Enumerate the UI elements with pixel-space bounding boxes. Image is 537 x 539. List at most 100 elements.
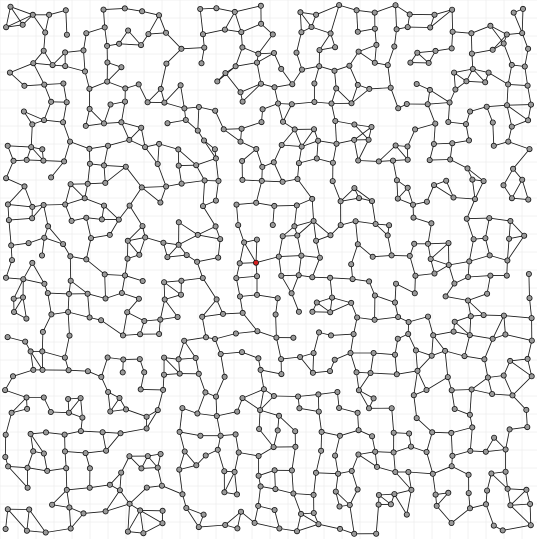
graph-node[interactable] [327, 30, 334, 37]
graph-node[interactable] [116, 40, 123, 47]
graph-node[interactable] [367, 369, 374, 376]
graph-node[interactable] [79, 414, 86, 421]
graph-node[interactable] [220, 126, 227, 133]
graph-node[interactable] [271, 467, 278, 474]
graph-node[interactable] [62, 63, 69, 70]
graph-node[interactable] [231, 468, 238, 475]
graph-node[interactable] [487, 22, 494, 29]
graph-node[interactable] [137, 42, 144, 49]
graph-node[interactable] [234, 525, 241, 532]
graph-node[interactable] [40, 450, 47, 457]
graph-node[interactable] [214, 78, 221, 85]
graph-node[interactable] [481, 356, 488, 363]
graph-node[interactable] [178, 45, 185, 52]
graph-node[interactable] [274, 427, 281, 434]
graph-node[interactable] [158, 482, 165, 489]
graph-node[interactable] [311, 99, 318, 106]
graph-node[interactable] [63, 486, 70, 493]
graph-node[interactable] [365, 136, 372, 143]
graph-node[interactable] [86, 145, 93, 152]
graph-node[interactable] [42, 29, 49, 36]
graph-node[interactable] [174, 313, 181, 320]
graph-node[interactable] [489, 335, 496, 342]
graph-node[interactable] [509, 392, 516, 399]
graph-node[interactable] [390, 429, 397, 436]
graph-node[interactable] [136, 251, 143, 258]
graph-node[interactable] [126, 453, 133, 460]
graph-node[interactable] [412, 347, 419, 354]
graph-node[interactable] [375, 158, 382, 165]
graph-node[interactable] [164, 120, 171, 127]
graph-node[interactable] [355, 387, 362, 394]
graph-node[interactable] [67, 181, 74, 188]
graph-node[interactable] [138, 124, 145, 131]
graph-node[interactable] [465, 137, 472, 144]
graph-node[interactable] [311, 80, 318, 87]
graph-node[interactable] [212, 107, 219, 114]
graph-node[interactable] [371, 59, 378, 66]
graph-node[interactable] [431, 270, 438, 277]
graph-node[interactable] [5, 217, 12, 224]
graph-node[interactable] [195, 524, 202, 531]
graph-node[interactable] [332, 488, 339, 495]
graph-node[interactable] [40, 201, 47, 208]
graph-node[interactable] [232, 431, 239, 438]
graph-node[interactable] [426, 86, 433, 93]
graph-node[interactable] [126, 202, 133, 209]
graph-node[interactable] [490, 522, 497, 529]
graph-node[interactable] [424, 101, 431, 108]
graph-node[interactable] [99, 429, 106, 436]
graph-node[interactable] [520, 5, 527, 12]
graph-node[interactable] [297, 353, 304, 360]
graph-node[interactable] [84, 180, 91, 187]
graph-node[interactable] [482, 448, 489, 455]
graph-node[interactable] [24, 464, 31, 471]
graph-node[interactable] [429, 470, 436, 477]
graph-node[interactable] [428, 352, 435, 359]
graph-node[interactable] [508, 195, 515, 202]
graph-node[interactable] [66, 332, 73, 339]
graph-node[interactable] [121, 5, 128, 12]
graph-node[interactable] [104, 78, 111, 85]
graph-node[interactable] [251, 519, 258, 526]
graph-node[interactable] [233, 275, 240, 282]
graph-node[interactable] [255, 50, 262, 57]
graph-node[interactable] [348, 100, 355, 107]
graph-node[interactable] [526, 146, 533, 153]
graph-node[interactable] [428, 220, 435, 227]
graph-node[interactable] [404, 184, 411, 191]
graph-node[interactable] [212, 197, 219, 204]
graph-node[interactable] [406, 430, 413, 437]
graph-node[interactable] [23, 394, 30, 401]
graph-node[interactable] [411, 240, 418, 247]
graph-node[interactable] [124, 255, 131, 262]
graph-node[interactable] [60, 80, 67, 87]
graph-node[interactable] [30, 366, 37, 373]
graph-node[interactable] [413, 81, 420, 88]
graph-node[interactable] [450, 194, 457, 201]
graph-node[interactable] [289, 81, 296, 88]
graph-node[interactable] [490, 142, 497, 149]
graph-node[interactable] [351, 121, 358, 128]
graph-node[interactable] [138, 465, 145, 472]
graph-node[interactable] [315, 137, 322, 144]
graph-node[interactable] [355, 427, 362, 434]
graph-node[interactable] [100, 6, 107, 13]
graph-node[interactable] [329, 178, 336, 185]
graph-node[interactable] [504, 485, 511, 492]
graph-node[interactable] [84, 290, 91, 297]
graph-node[interactable] [67, 525, 74, 532]
graph-node[interactable] [331, 67, 338, 74]
graph-node[interactable] [309, 195, 316, 202]
graph-node[interactable] [469, 176, 476, 183]
graph-node[interactable] [526, 295, 533, 302]
graph-node[interactable] [123, 406, 130, 413]
graph-node[interactable] [271, 84, 278, 91]
graph-node[interactable] [25, 240, 32, 247]
graph-node[interactable] [507, 217, 514, 224]
graph-node[interactable] [63, 99, 70, 106]
graph-node[interactable] [27, 430, 34, 437]
graph-node[interactable] [157, 450, 164, 457]
graph-node[interactable] [23, 156, 30, 163]
graph-node[interactable] [139, 8, 146, 15]
